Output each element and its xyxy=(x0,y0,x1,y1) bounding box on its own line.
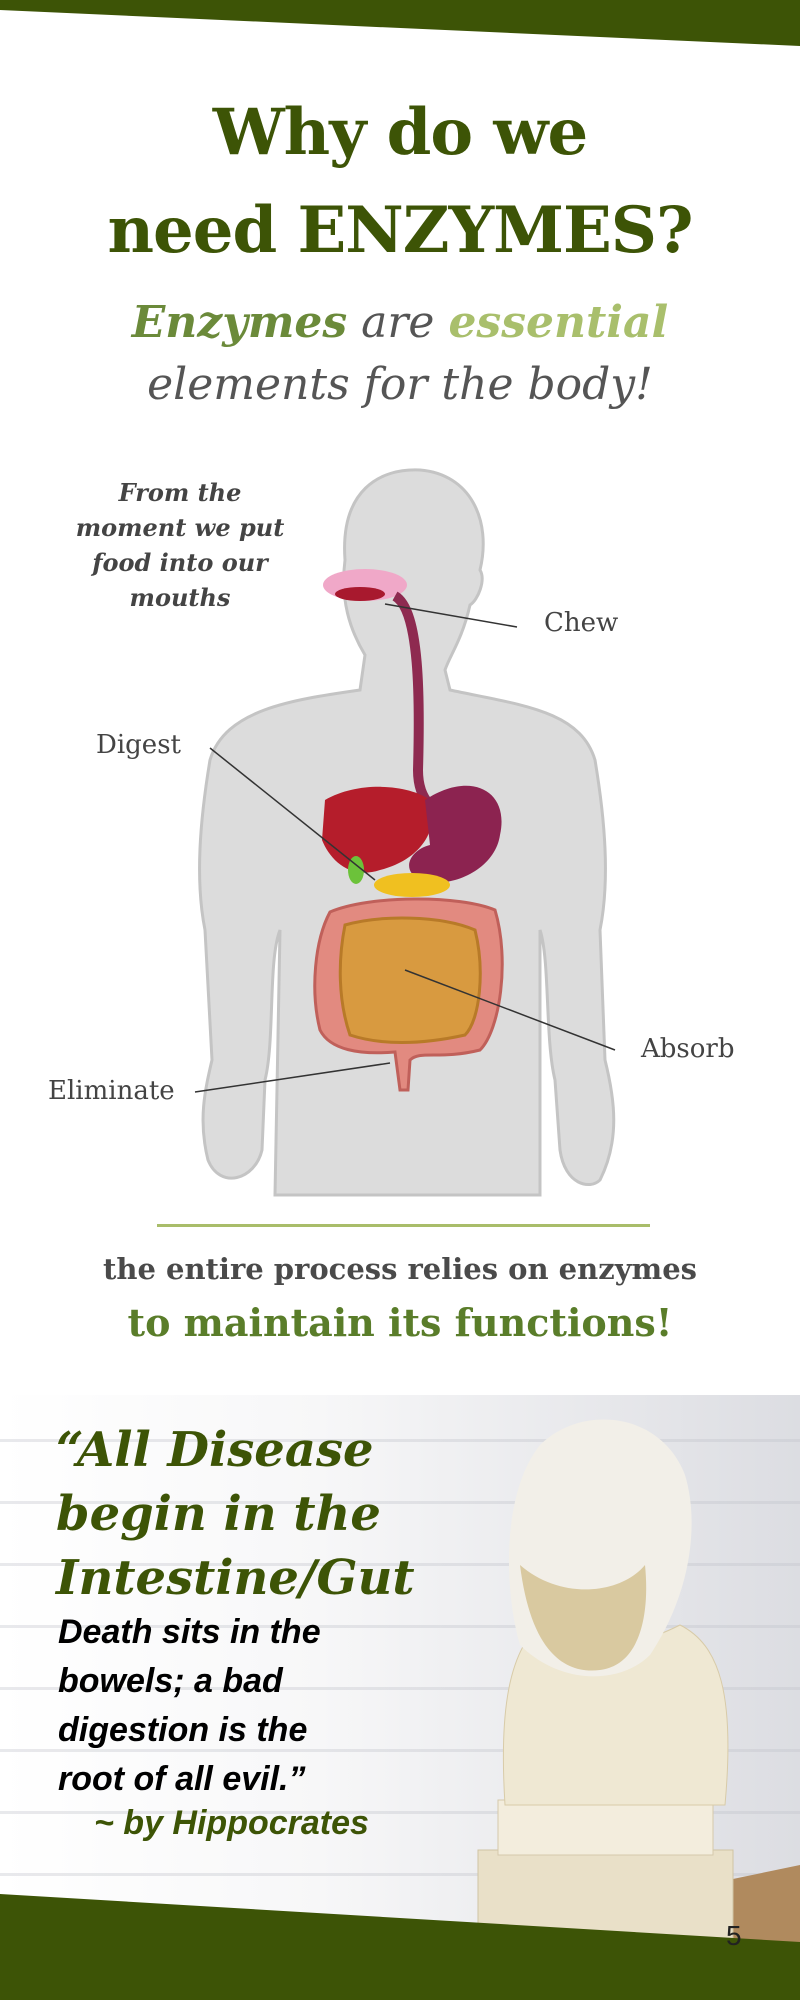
quote-headline-line: Intestine/Gut xyxy=(56,1550,415,1606)
digest-leader-line xyxy=(209,747,376,881)
bottom-banner xyxy=(0,1894,800,2000)
label-digest: Digest xyxy=(96,730,181,760)
label-chew: Chew xyxy=(544,608,619,638)
quote-headline-line: begin in the xyxy=(56,1486,381,1542)
page-title: Why do we need ENZYMES? xyxy=(0,84,800,280)
label-eliminate: Eliminate xyxy=(48,1076,175,1106)
stomach-icon xyxy=(409,785,502,883)
quote-body-line: Death sits in the xyxy=(58,1613,321,1651)
quote-body-line: root of all evil.” xyxy=(58,1760,306,1798)
section-divider xyxy=(157,1224,650,1227)
label-leader-lines xyxy=(194,603,616,1093)
chew-leader-line xyxy=(384,603,518,628)
quote-author: ~ by Hippocrates xyxy=(94,1804,369,1842)
process-text-1: the entire process relies on enzymes xyxy=(102,1252,698,1286)
intro-text: From the moment we put food into our mou… xyxy=(75,478,285,612)
subtitle-enzymes: Enzymes xyxy=(131,297,348,348)
mouth-icon xyxy=(323,569,407,601)
label-absorb: Absorb xyxy=(641,1034,735,1064)
subtitle-are: are xyxy=(347,297,449,348)
top-banner xyxy=(0,0,800,46)
gallbladder-icon xyxy=(348,856,364,884)
quote-body-line: bowels; a bad xyxy=(58,1662,283,1700)
liver-icon xyxy=(322,786,433,873)
absorb-leader-line xyxy=(404,969,616,1051)
page-number: 5 xyxy=(726,1920,742,1951)
title-line-2: need ENZYMES? xyxy=(107,193,693,268)
process-text-2: to maintain its functions! xyxy=(127,1300,673,1345)
quote-body: Death sits in the bowels; a bad digestio… xyxy=(58,1608,321,1804)
eliminate-leader-line xyxy=(194,1062,391,1093)
pancreas-icon xyxy=(374,873,450,897)
quote-body-line: digestion is the xyxy=(58,1711,308,1749)
quote-headline: “All Disease begin in the Intestine/Gut xyxy=(56,1418,415,1610)
quote-headline-line: “All Disease xyxy=(56,1422,374,1478)
esophagus-icon xyxy=(391,591,434,809)
subtitle-essential: essential xyxy=(448,297,669,348)
small-intestine-icon xyxy=(338,916,482,1044)
title-line-1: Why do we xyxy=(212,95,588,170)
subtitle-line-2: elements for the body! xyxy=(147,359,653,410)
digestive-system-illustration xyxy=(194,468,616,1197)
subtitle: Enzymes are essential elements for the b… xyxy=(0,292,800,416)
